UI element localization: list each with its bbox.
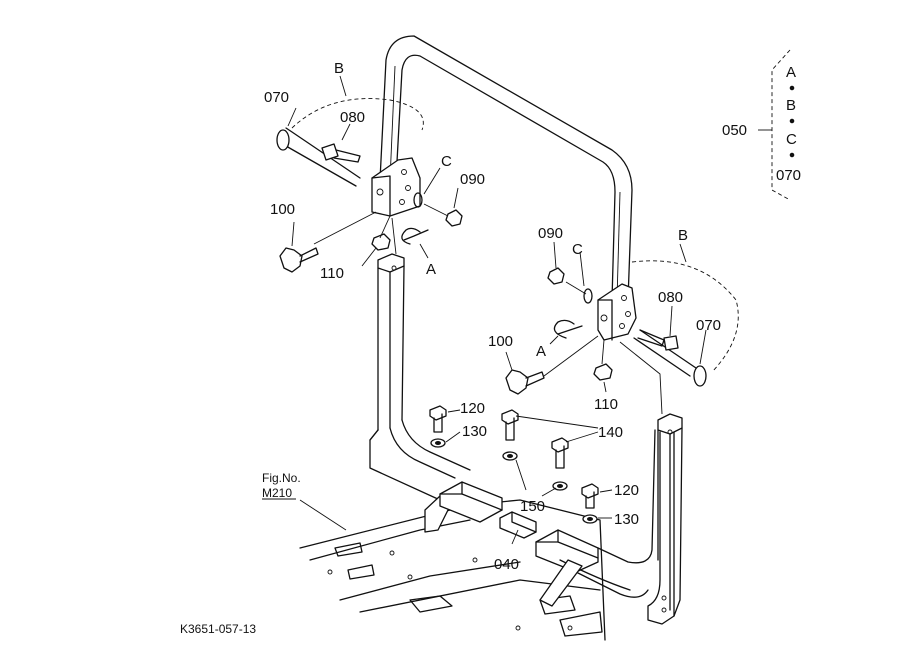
floor-base-plate <box>299 499 606 641</box>
label-100-left: 100 <box>270 201 295 218</box>
label-b-right: B <box>678 227 688 244</box>
nut-090-right <box>547 267 565 285</box>
label-070-right: 070 <box>696 317 721 334</box>
knob-100-left <box>279 247 319 273</box>
label-050: 050 <box>722 122 747 139</box>
knob-100-right <box>505 369 545 395</box>
bolt-120-right <box>581 483 599 509</box>
label-090-left: 090 <box>460 171 485 188</box>
group-050-item-b: B <box>786 97 796 114</box>
drawing-code: K3651-057-13 <box>180 622 256 636</box>
right-hinge-bracket <box>583 283 637 341</box>
fig-ref-line1: Fig.No. <box>262 471 301 485</box>
group-050-item-070: 070 <box>776 167 801 184</box>
figure-reference: Fig.No. M210 <box>262 471 301 500</box>
bolt-140-a <box>501 409 519 441</box>
fig-ref-line2: M210 <box>262 486 292 500</box>
label-150: 150 <box>520 498 545 515</box>
left-hinge-bracket <box>371 157 423 217</box>
washer-130-left <box>430 438 446 448</box>
nut-110-left <box>371 233 391 251</box>
bolt-080-right <box>637 329 679 351</box>
callout-labels: 070 B 080 C 090 100 110 A 090 C B 080 07… <box>264 60 721 573</box>
rops-lower-frame <box>369 253 683 625</box>
label-a-right: A <box>536 343 546 360</box>
bolt-120-left <box>429 405 447 433</box>
label-110-left: 110 <box>320 265 344 282</box>
group-050: 050 A B C 070 <box>722 64 801 184</box>
lynch-pin-a-right <box>553 319 583 339</box>
group-050-item-c: C <box>786 131 797 148</box>
label-c-left: C <box>441 153 452 170</box>
pin-070-left <box>276 127 361 187</box>
washer-150-a <box>502 451 518 461</box>
rops-upper-frame <box>379 35 633 301</box>
label-080-left: 080 <box>340 109 365 126</box>
label-b-left: B <box>334 60 344 77</box>
assembly-lines <box>287 75 739 545</box>
group-050-item-a: A <box>786 64 796 81</box>
label-120-left: 120 <box>460 400 485 417</box>
washer-130-right <box>582 514 598 524</box>
label-130-right: 130 <box>614 511 639 528</box>
label-090-right: 090 <box>538 225 563 242</box>
lynch-pin-a-left <box>401 227 429 245</box>
label-a-left: A <box>426 261 436 278</box>
label-100-right: 100 <box>488 333 513 350</box>
label-070-left: 070 <box>264 89 289 106</box>
bolt-080-left <box>321 143 361 163</box>
label-120-right: 120 <box>614 482 639 499</box>
nut-090-left <box>445 209 463 227</box>
label-040: 040 <box>494 556 519 573</box>
label-130-left: 130 <box>462 423 487 440</box>
label-110-right: 110 <box>594 396 618 413</box>
nut-110-right <box>593 363 613 381</box>
label-c-right: C <box>572 241 583 258</box>
label-140: 140 <box>598 424 623 441</box>
group-050-bracket <box>758 49 795 201</box>
bolt-140-b <box>551 437 569 469</box>
washer-150-b <box>552 481 568 491</box>
label-080-right: 080 <box>658 289 683 306</box>
